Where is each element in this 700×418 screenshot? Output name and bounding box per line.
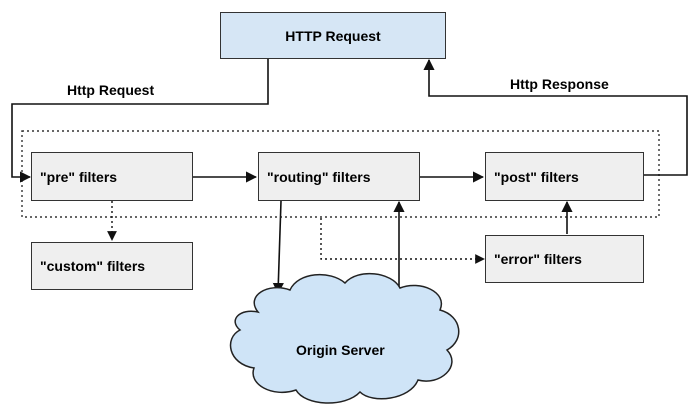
request-arrow bbox=[11, 58, 269, 183]
custom-filters-label: "custom" filters bbox=[40, 258, 146, 274]
response-arrow bbox=[423, 58, 688, 176]
http-request-label: HTTP Request bbox=[285, 27, 381, 44]
pre-filters-box: "pre" filters bbox=[31, 152, 193, 201]
filter-pipeline-container bbox=[21, 130, 660, 218]
routing-filters-box: "routing" filters bbox=[258, 152, 420, 201]
error-filters-box: "error" filters bbox=[485, 235, 644, 283]
error-filters-label: "error" filters bbox=[494, 251, 582, 267]
routing-to-origin-arrow bbox=[272, 200, 284, 295]
origin-server-cloud bbox=[229, 272, 460, 404]
post-filters-label: "post" filters bbox=[494, 168, 579, 185]
http-request-box: HTTP Request bbox=[220, 12, 446, 59]
to-error-arrow bbox=[320, 218, 485, 264]
post-filters-box: "post" filters bbox=[485, 152, 644, 201]
pre-filters-label: "pre" filters bbox=[40, 168, 118, 185]
http-request-edge-label: Http Request bbox=[67, 82, 155, 98]
origin-server-label: Origin Server bbox=[296, 342, 385, 358]
custom-filters-box: "custom" filters bbox=[31, 242, 193, 290]
http-response-edge-label: Http Response bbox=[510, 76, 609, 92]
routing-filters-label: "routing" filters bbox=[267, 168, 371, 185]
